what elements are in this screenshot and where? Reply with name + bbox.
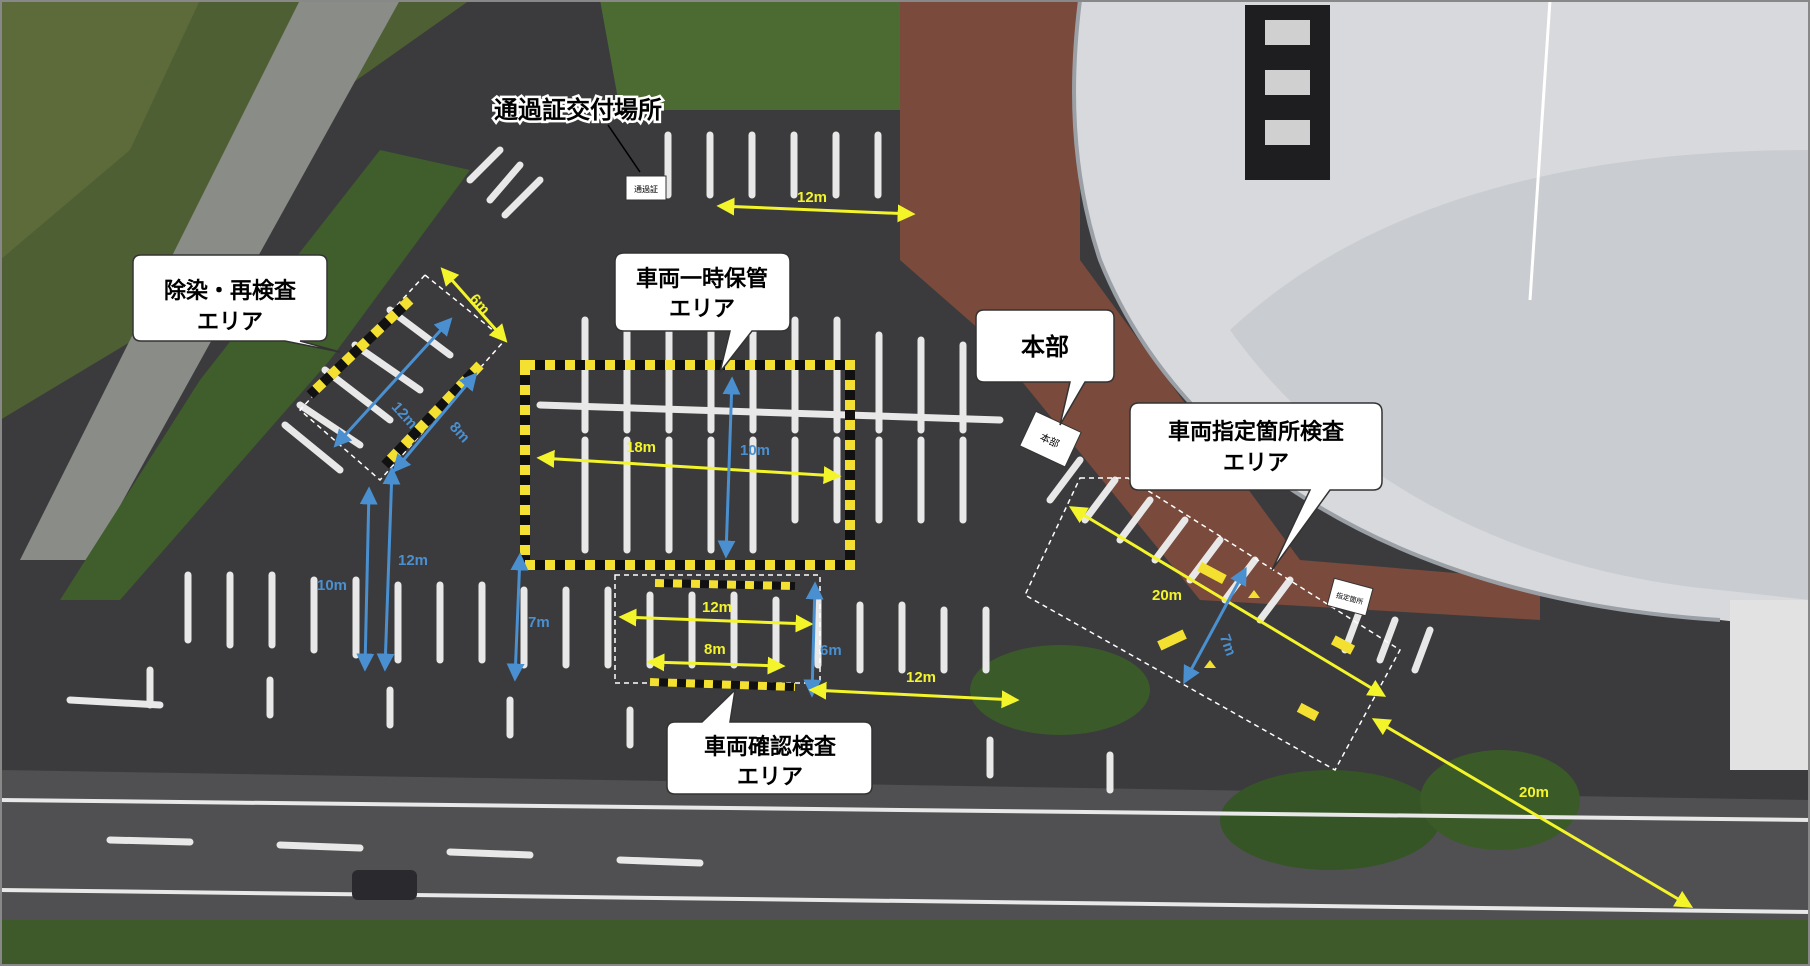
- svg-text:車両一時保管: 車両一時保管: [636, 266, 768, 292]
- label-18m-storage: 18m: [626, 439, 656, 456]
- svg-text:エリア: エリア: [197, 310, 263, 335]
- label-7m-designated: 7m: [1216, 632, 1239, 658]
- callout-pass-issue: 通過証交付場所: [494, 96, 662, 124]
- hq-sign: 本部: [1019, 410, 1082, 468]
- svg-text:エリア: エリア: [1223, 451, 1289, 476]
- label-12m-top: 12m: [797, 189, 827, 206]
- label-10m-storage: 10m: [740, 442, 770, 459]
- label-10m-left: 10m: [317, 577, 347, 594]
- svg-text:エリア: エリア: [737, 765, 803, 790]
- svg-text:エリア: エリア: [669, 297, 735, 322]
- svg-text:車両確認検査: 車両確認検査: [704, 734, 837, 760]
- svg-text:本部: 本部: [1021, 333, 1069, 361]
- label-8m-check: 8m: [704, 641, 726, 658]
- callout-designated: 車両指定箇所検査 エリア: [1129, 402, 1383, 571]
- label-12m-left: 12m: [398, 552, 428, 569]
- car: [352, 870, 417, 900]
- svg-text:車両指定箇所検査: 車両指定箇所検査: [1168, 419, 1345, 445]
- designated-area-outline: [1024, 477, 1401, 772]
- callout-pass-issue-pointer: [607, 124, 641, 173]
- label-7m-left: 7m: [528, 614, 550, 631]
- label-12m-check: 12m: [702, 599, 732, 616]
- label-20m-designated: 20m: [1152, 587, 1182, 604]
- measurement-lines: [333, 197, 1694, 908]
- label-20m-road: 20m: [1519, 784, 1549, 801]
- svg-text:除染・再検査: 除染・再検査: [164, 278, 297, 304]
- small-sign-right: 指定箇所: [1326, 577, 1374, 617]
- callout-temp-storage: 車両一時保管 エリア: [614, 252, 791, 373]
- callout-hq: 本部: [975, 309, 1115, 426]
- svg-text:通過証: 通過証: [634, 184, 658, 194]
- callout-vehicle-check: 車両確認検査 エリア: [666, 687, 873, 795]
- label-6m-check: 6m: [820, 642, 842, 659]
- small-sign-top: 通過証: [625, 175, 667, 201]
- callout-decon: 除染・再検査 エリア: [132, 254, 341, 353]
- label-12m-road: 12m: [906, 669, 936, 686]
